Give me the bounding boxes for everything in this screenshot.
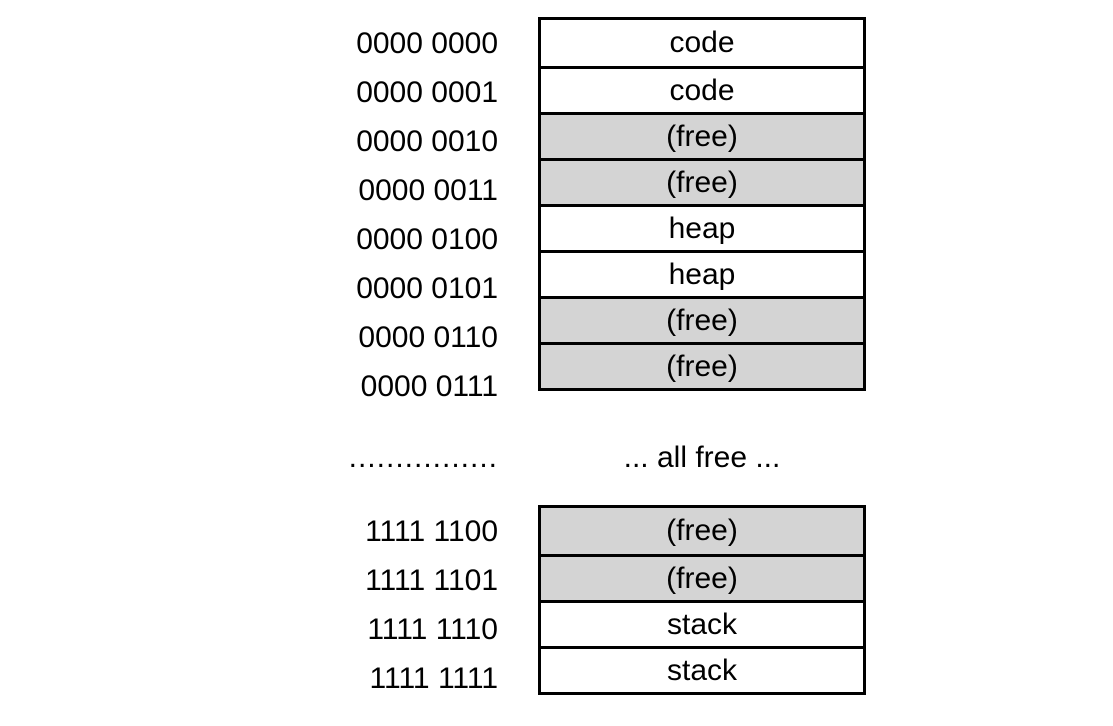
address-label: 0000 0001 bbox=[356, 75, 498, 109]
all-free-label: ... all free ... bbox=[623, 441, 781, 474]
memory-cell: code bbox=[541, 66, 863, 112]
memory-cell: code bbox=[541, 20, 863, 66]
memory-cell: (free) bbox=[541, 296, 863, 342]
memory-cell: (free) bbox=[541, 508, 863, 554]
address-label: 1111 1101 bbox=[365, 563, 498, 597]
memory-cell: heap bbox=[541, 250, 863, 296]
memory-cell: stack bbox=[541, 600, 863, 646]
address-label: 1111 1110 bbox=[367, 612, 498, 646]
top-memory-block: 0000 0000 0000 0001 0000 0010 0000 0011 0000… bbox=[0, 17, 866, 411]
memory-cell: (free) bbox=[541, 342, 863, 388]
memory-cell: stack bbox=[541, 646, 863, 692]
memory-cell: (free) bbox=[541, 158, 863, 204]
memory-cell: (free) bbox=[541, 112, 863, 158]
ellipsis-address-column: ................ bbox=[0, 441, 498, 475]
address-label: 0000 0000 bbox=[356, 26, 498, 60]
bottom-address-column: 1111 1100 1111 1101 1111 1110 1111 1111 bbox=[0, 505, 498, 703]
diagram-content: 0000 0000 0000 0001 0000 0010 0000 0011 0000… bbox=[0, 17, 866, 703]
address-ellipsis-dots: ................ bbox=[348, 441, 498, 474]
memory-cell: heap bbox=[541, 204, 863, 250]
address-label: 0000 0100 bbox=[356, 222, 498, 256]
address-label: 0000 0011 bbox=[358, 173, 498, 207]
ellipsis-row: ................ ... all free ... bbox=[0, 411, 866, 505]
address-label: 0000 0110 bbox=[358, 320, 498, 354]
address-label: 0000 0101 bbox=[356, 271, 498, 305]
address-label: 1111 1111 bbox=[369, 661, 498, 695]
address-label: 0000 0111 bbox=[360, 369, 498, 403]
memory-cell: (free) bbox=[541, 554, 863, 600]
top-address-column: 0000 0000 0000 0001 0000 0010 0000 0011 0000… bbox=[0, 17, 498, 411]
address-label: 0000 0010 bbox=[356, 124, 498, 158]
address-label: 1111 1100 bbox=[365, 514, 498, 548]
bottom-memory-block: 1111 1100 1111 1101 1111 1110 1111 1111 (fr… bbox=[0, 505, 866, 703]
